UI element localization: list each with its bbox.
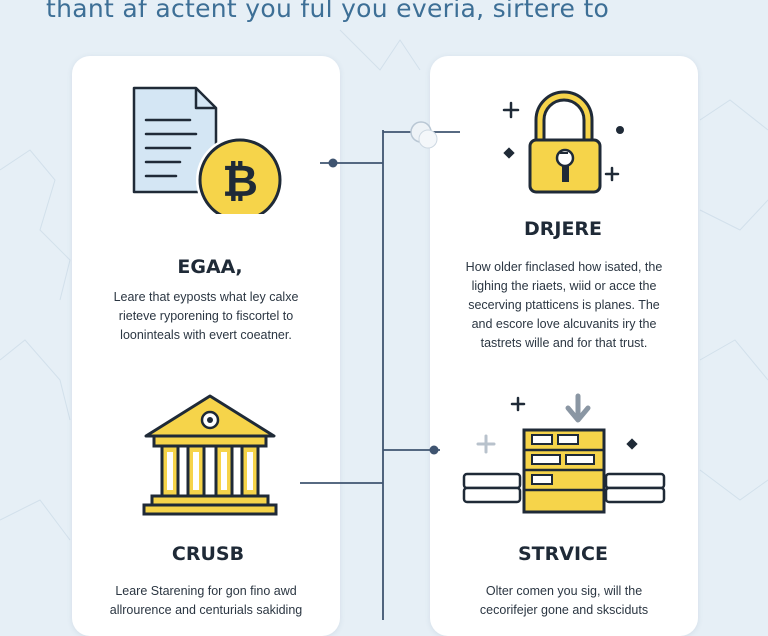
page-headline: thant af actent you ful you everia, sirt… bbox=[46, 0, 610, 23]
section-desc-strvice: Olter comen you sig, will the cecorifeje… bbox=[479, 584, 649, 617]
background-map-lines bbox=[0, 29, 768, 541]
bitcoin-symbol: ₿ bbox=[222, 156, 258, 207]
server-stack-icon bbox=[462, 393, 666, 514]
section-title-ecga: ЕGAА, bbox=[177, 256, 243, 278]
section-desc-drjere: How older finclased how isated, the ligh… bbox=[465, 260, 663, 350]
bank-icon bbox=[142, 394, 278, 516]
section-title-crusb: CRUSB bbox=[171, 543, 245, 565]
section-title-drjere: DRJERE bbox=[523, 218, 603, 240]
document-bitcoin-icon: ₿ bbox=[132, 86, 284, 214]
section-desc-crusb: Leare Starening for gon fino awd allrour… bbox=[109, 584, 303, 617]
section-desc-ecga: Leare that eyposts what ley calxe rietev… bbox=[113, 290, 299, 342]
section-title-strvice: STRVICE bbox=[518, 543, 608, 565]
padlock-icon bbox=[502, 90, 624, 194]
